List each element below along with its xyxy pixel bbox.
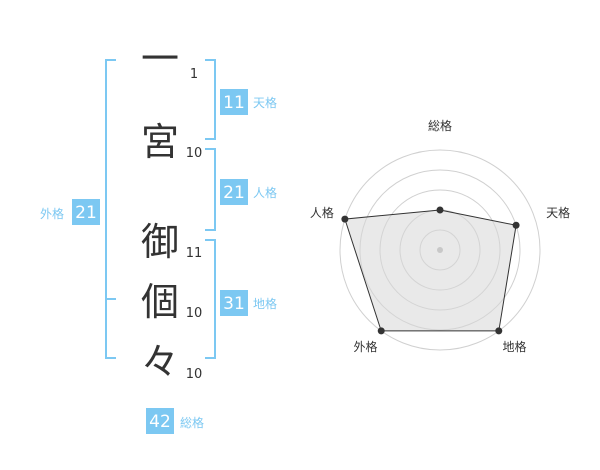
name-char-3: 御 [141, 220, 179, 264]
jinkaku-value: 21 [223, 183, 245, 203]
name-char-4: 個 [141, 280, 179, 324]
stroke-count-4: 10 [186, 306, 203, 321]
tenkaku-bracket [205, 59, 216, 140]
tenkaku-value: 11 [223, 93, 245, 113]
stroke-count-3: 11 [186, 246, 203, 261]
radar-point-2 [512, 221, 520, 229]
radar-point-4 [377, 327, 385, 335]
stroke-count-5: 10 [186, 367, 203, 382]
brackets [105, 59, 216, 359]
jinkaku-label: 人格 [253, 185, 277, 200]
radar-axis-label-3: 地格 [503, 339, 527, 354]
tenkaku-label: 天格 [253, 95, 277, 110]
name-char-5: 々 [141, 340, 179, 384]
stroke-count-1: 1 [190, 67, 198, 82]
radar-point-3 [495, 327, 503, 335]
chikaku-bracket [205, 239, 216, 359]
gaikaku-value: 21 [75, 203, 97, 223]
soukaku-badge: 42 総格 [146, 408, 204, 434]
name-column: 一 1 宮 10 御 11 個 10 々 10 [141, 37, 202, 384]
chikaku-badge: 31 地格 [220, 290, 277, 316]
soukaku-value: 42 [149, 412, 171, 432]
name-char-2: 宮 [141, 120, 179, 164]
jinkaku-badge: 21 人格 [220, 179, 277, 205]
radar-polygon [344, 209, 517, 332]
gaikaku-label: 外格 [40, 206, 64, 221]
gaikaku-badge: 外格 21 [40, 199, 100, 225]
radar-point-5 [341, 215, 349, 223]
name-char-1: 一 [141, 37, 179, 81]
radar-axis-label-2: 天格 [546, 205, 570, 220]
chikaku-label: 地格 [253, 296, 277, 311]
tenkaku-badge: 11 天格 [220, 89, 277, 115]
soukaku-label: 総格 [180, 415, 204, 430]
radar-ring-5 [339, 149, 541, 351]
chikaku-value: 31 [223, 294, 245, 314]
radar-axis-label-4: 外格 [353, 339, 377, 354]
radar-center-dot [437, 247, 443, 253]
jinkaku-bracket [205, 148, 216, 231]
radar-point-1 [436, 206, 444, 214]
gaikaku-bracket [105, 59, 116, 359]
radar-axis-label-5: 人格 [310, 205, 334, 220]
stroke-count-2: 10 [186, 146, 203, 161]
radar-axis-label-1: 総格 [428, 118, 452, 133]
